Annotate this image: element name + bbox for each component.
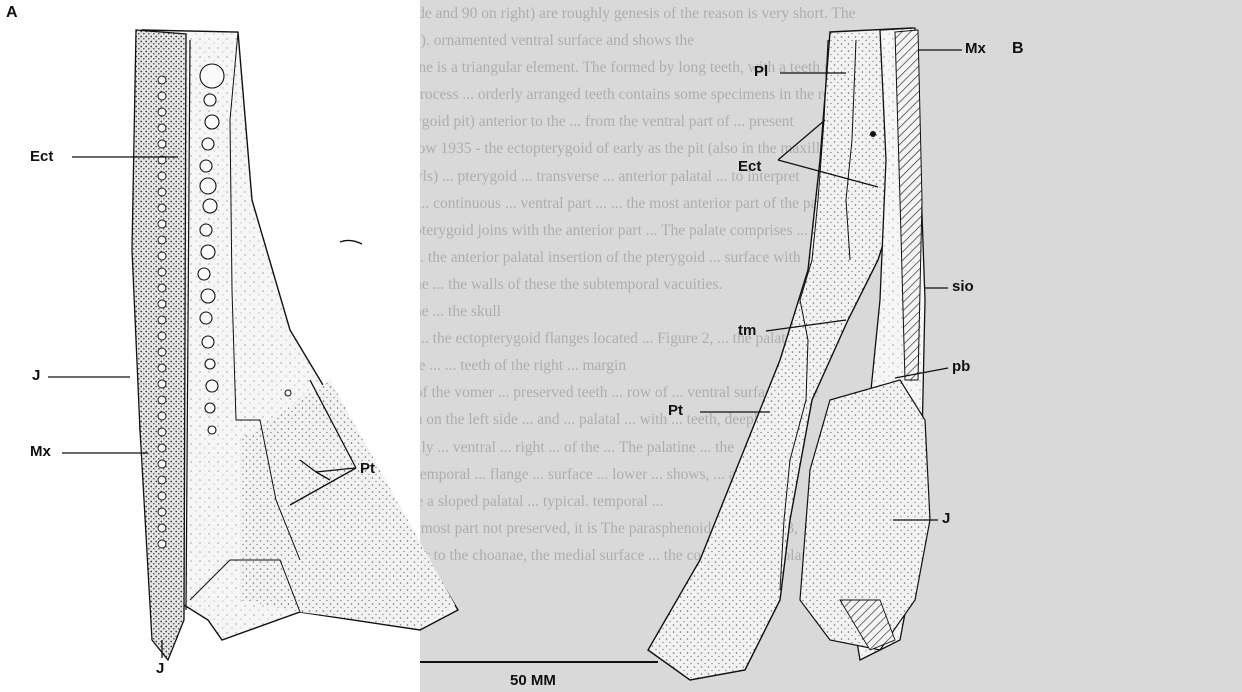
scale-bar-label: 50 MM [510, 672, 556, 689]
panel-b-sio-label: sio [952, 278, 974, 295]
panel-b-label: B [1012, 40, 1024, 58]
panel-b-pb-label: pb [952, 358, 970, 375]
panel-a-j-upper-label: J [32, 367, 40, 384]
panel-b-j-label: J [942, 510, 950, 527]
panel-a-ect-label: Ect [30, 148, 53, 165]
panel-b-pl-label: Pl [754, 63, 768, 80]
panel-b-pt-label: Pt [668, 402, 683, 419]
panel-b-mx-label: Mx [965, 40, 986, 57]
panel-a-mx-label: Mx [30, 443, 51, 460]
panel-b-ect-label: Ect [738, 158, 761, 175]
panel-a-j-lower-label: J [156, 660, 164, 677]
panel-b-tm-label: tm [738, 322, 756, 339]
panel-a-label: A [6, 4, 18, 22]
panel-a-pt-label: Pt [360, 460, 375, 477]
